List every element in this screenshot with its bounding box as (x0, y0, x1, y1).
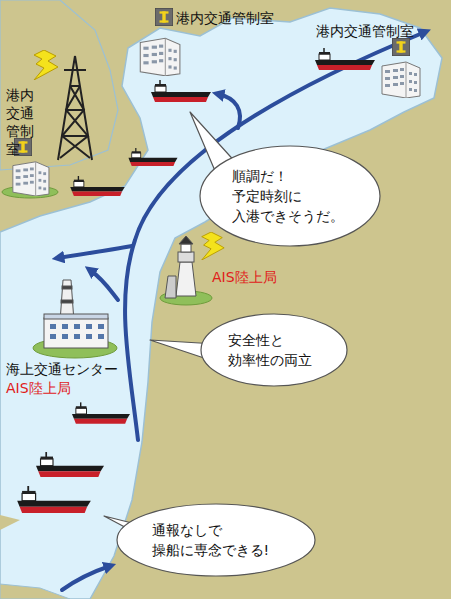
speech-bubble: 順調だ！ 予定時刻に 入港できそうだ。 (199, 145, 381, 247)
bubble-text: 通報なしで 操船に専念できる! (152, 520, 281, 560)
center-name: 海上交通センター (6, 360, 118, 378)
bubble-outline (200, 313, 348, 387)
speech-bubble: 通報なしで 操船に専念できる! (116, 503, 316, 577)
station-name: 港内交通管制室 (176, 9, 274, 27)
ais-station-label: AIS陸上局 (6, 379, 71, 397)
ais-station-label: AIS陸上局 (212, 268, 277, 286)
bubble-outline (116, 503, 316, 577)
station-name: 港内交通管制室 (6, 86, 36, 158)
station-name: 港内交通管制室 (316, 22, 414, 40)
bubble-text: 安全性と 効率性の両立 (228, 330, 320, 370)
bubble-text: 順調だ！ 予定時刻に 入港できそうだ。 (232, 166, 348, 226)
speech-bubble: 安全性と 効率性の両立 (200, 313, 348, 387)
